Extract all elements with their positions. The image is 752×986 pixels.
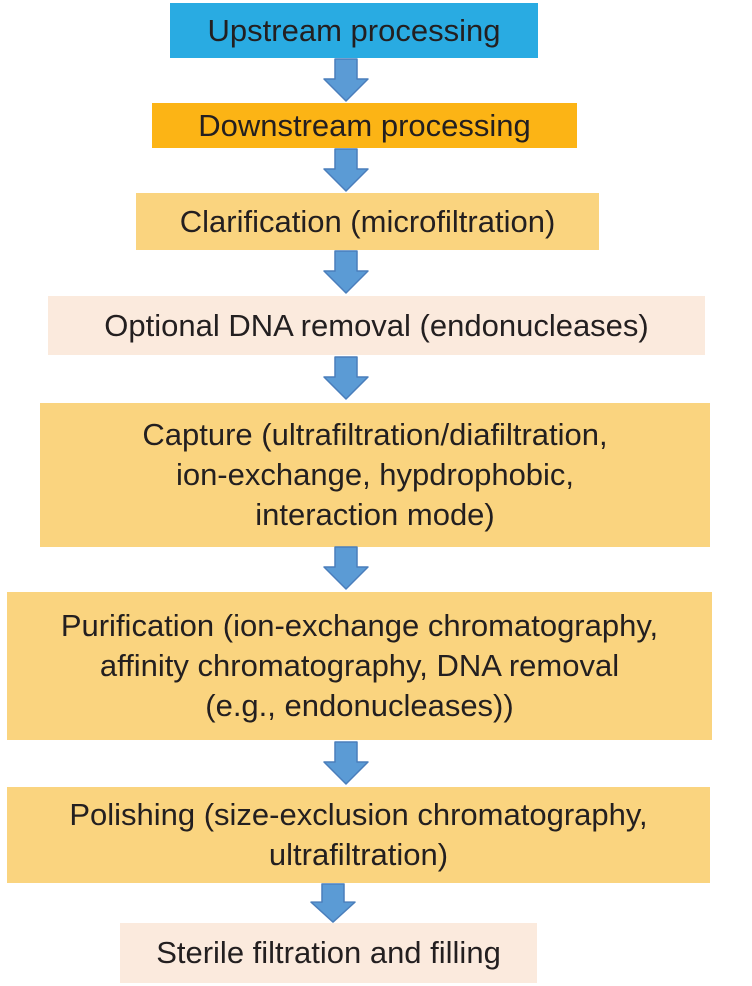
step-purification: Purification (ion-exchange chromatograph… bbox=[7, 592, 712, 740]
step-downstream-processing-label: Downstream processing bbox=[198, 107, 531, 143]
step-polishing: Polishing (size-exclusion chromatography… bbox=[7, 787, 710, 883]
step-sterile-filtration: Sterile filtration and filling bbox=[120, 923, 537, 983]
step-purification-label: Purification (ion-exchange chromatograph… bbox=[60, 608, 659, 723]
step-upstream-processing-label: Upstream processing bbox=[207, 12, 501, 48]
down-arrow-icon bbox=[310, 883, 356, 923]
down-arrow-icon bbox=[323, 250, 369, 294]
down-arrow-icon bbox=[323, 58, 369, 102]
down-arrow-icon bbox=[323, 741, 369, 785]
step-downstream-processing: Downstream processing bbox=[152, 103, 577, 148]
step-optional-dna-removal: Optional DNA removal (endonucleases) bbox=[48, 296, 705, 355]
down-arrow-icon bbox=[323, 148, 369, 192]
step-clarification-label: Clarification (microfiltration) bbox=[179, 203, 556, 239]
step-sterile-filtration-label: Sterile filtration and filling bbox=[156, 935, 501, 970]
step-capture-label: Capture (ultrafiltration/diafiltration, … bbox=[142, 417, 608, 532]
step-polishing-label: Polishing (size-exclusion chromatography… bbox=[69, 797, 648, 872]
step-clarification: Clarification (microfiltration) bbox=[136, 193, 599, 250]
step-upstream-processing: Upstream processing bbox=[170, 3, 538, 58]
down-arrow-icon bbox=[323, 546, 369, 590]
down-arrow-icon bbox=[323, 356, 369, 400]
step-optional-dna-removal-label: Optional DNA removal (endonucleases) bbox=[104, 307, 649, 343]
step-capture: Capture (ultrafiltration/diafiltration, … bbox=[40, 403, 710, 547]
